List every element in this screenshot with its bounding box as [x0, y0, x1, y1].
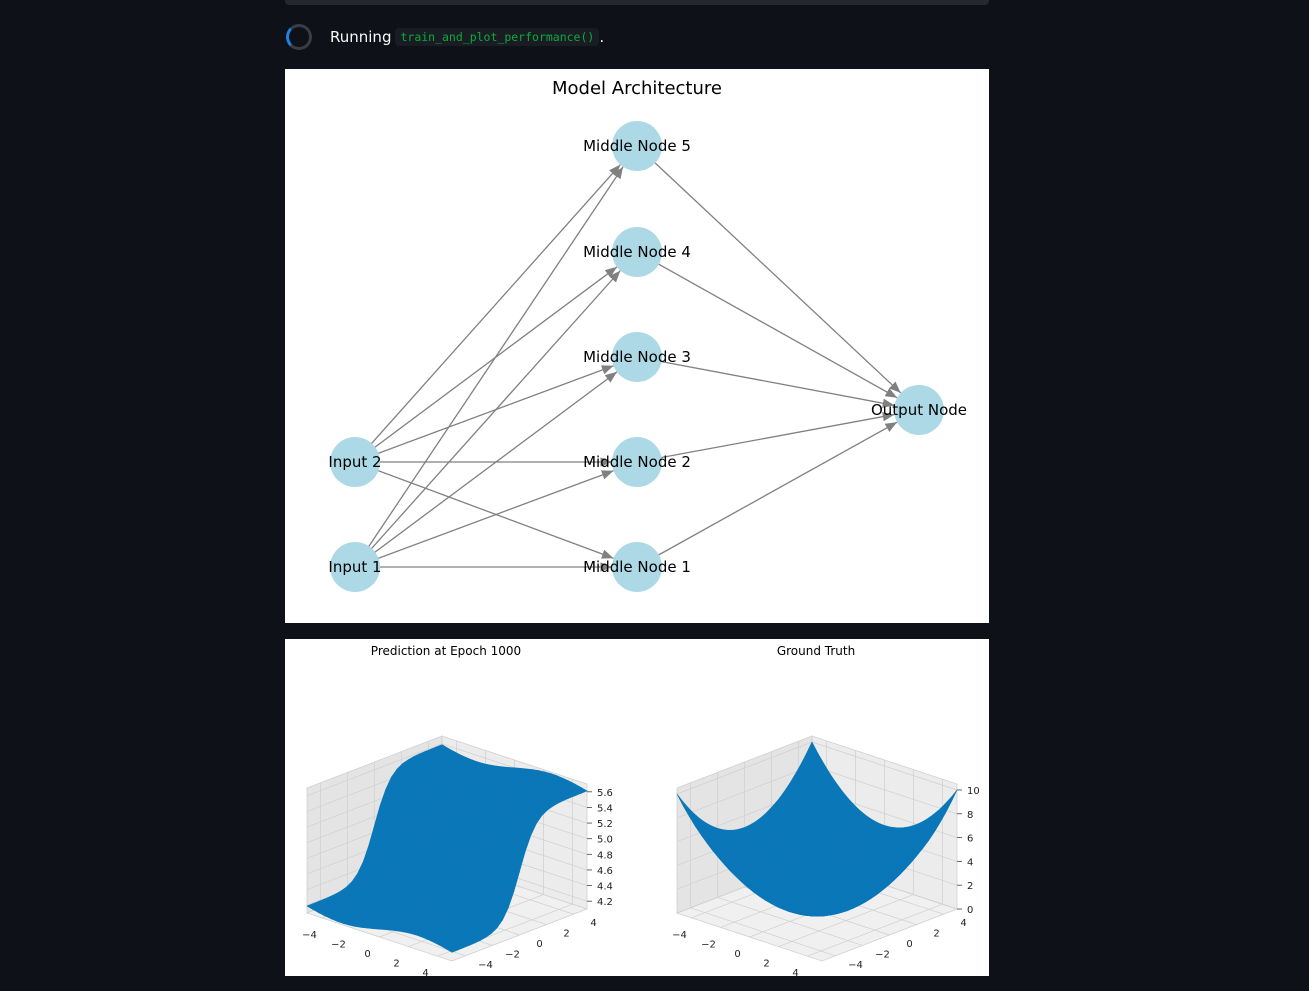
z-tick-label: 10 — [967, 786, 980, 797]
node-in1 — [330, 542, 380, 592]
function-name-code: train_and_plot_performance() — [395, 28, 600, 46]
top-container-edge — [285, 0, 989, 5]
prediction-plot-title: Prediction at Epoch 1000 — [371, 644, 521, 658]
graph-nodes: Input 1 Input 2 Middle Node 1 Middle Node 2… — [328, 121, 967, 592]
z-tick-label: 6 — [967, 834, 973, 845]
z-tick-label: 4.6 — [597, 866, 613, 877]
node-label-m1: Middle Node 1 — [583, 558, 691, 576]
surface-plots: Prediction at Epoch 1000 −4−2024−4−20244… — [302, 644, 980, 979]
z-tick-label: 4.8 — [597, 850, 613, 861]
running-status: Running train_and_plot_performance() . — [285, 20, 989, 54]
z-tick-label: 5.6 — [597, 788, 613, 799]
x-tick-label: −2 — [701, 939, 716, 950]
edge-in1-m3 — [354, 371, 618, 568]
edge-m5-out — [636, 145, 902, 394]
node-label-m5: Middle Node 5 — [583, 137, 691, 155]
y-tick-label: 4 — [960, 918, 966, 929]
graph-edges — [354, 145, 902, 572]
status-suffix: . — [599, 28, 605, 46]
x-tick-label: 2 — [393, 959, 399, 970]
architecture-title: Model Architecture — [552, 78, 722, 99]
edge-m4-out — [636, 251, 898, 399]
node-m4 — [612, 227, 662, 277]
edge-m3-out — [636, 356, 895, 408]
node-label-in2: Input 2 — [328, 453, 381, 471]
edge-in2-m1 — [354, 461, 614, 559]
x-tick-label: −4 — [672, 930, 687, 941]
z-tick-label: 4.2 — [597, 897, 613, 908]
node-m5 — [612, 121, 662, 171]
x-tick-label: 4 — [422, 968, 428, 976]
prediction-surface-plot: Prediction at Epoch 1000 −4−2024−4−20244… — [302, 644, 613, 979]
node-label-m2: Middle Node 2 — [583, 453, 691, 471]
y-tick-label: 2 — [933, 929, 939, 940]
y-tick-label: 4 — [590, 918, 596, 929]
z-tick-label: 0 — [967, 905, 973, 916]
status-text: Running train_and_plot_performance() . — [330, 28, 604, 46]
x-tick-label: 4 — [792, 968, 798, 976]
x-tick-label: 2 — [763, 959, 769, 970]
edge-m2-out — [636, 412, 895, 463]
architecture-graph: Model Architecture Input 1 Input 2 Middle … — [328, 78, 967, 592]
node-label-in1: Input 1 — [328, 558, 381, 576]
z-tick-label: 8 — [967, 810, 973, 821]
loading-spinner-icon — [286, 24, 312, 50]
x-tick-label: 0 — [734, 949, 740, 960]
z-tick-label: 4.4 — [597, 882, 613, 893]
z-tick-label: 5.2 — [597, 819, 613, 830]
edge-in1-m5 — [354, 166, 624, 568]
edge-in2-m4 — [354, 266, 618, 463]
z-tick-label: 5.0 — [597, 835, 613, 846]
edge-in1-m2 — [354, 470, 614, 568]
z-tick-label: 5.4 — [597, 803, 613, 814]
x-tick-label: −4 — [302, 930, 317, 941]
y-tick-label: 0 — [536, 939, 542, 950]
ground-truth-plot-title: Ground Truth — [777, 644, 855, 658]
node-m2 — [612, 437, 662, 487]
node-in2 — [330, 437, 380, 487]
node-label-m3: Middle Node 3 — [583, 348, 691, 366]
edge-in2-m3 — [354, 365, 614, 463]
node-out — [894, 385, 944, 435]
running-label: Running — [330, 28, 392, 46]
edge-in1-m4 — [354, 270, 621, 568]
node-label-out: Output Node — [871, 401, 967, 419]
node-label-m4: Middle Node 4 — [583, 243, 691, 261]
edge-m1-out — [636, 421, 898, 568]
z-tick-label: 4 — [967, 857, 973, 868]
edge-in2-m5 — [354, 164, 621, 463]
node-m1 — [612, 542, 662, 592]
y-tick-label: 0 — [906, 939, 912, 950]
y-tick-label: 2 — [563, 929, 569, 940]
y-tick-label: −4 — [848, 960, 863, 971]
node-m3 — [612, 332, 662, 382]
x-tick-label: 0 — [364, 949, 370, 960]
y-tick-label: −2 — [505, 949, 520, 960]
x-tick-label: −2 — [331, 939, 346, 950]
y-tick-label: −2 — [875, 949, 890, 960]
architecture-figure: Model Architecture Input 1 Input 2 Middle … — [285, 69, 989, 623]
y-tick-label: −4 — [478, 960, 493, 971]
z-tick-label: 2 — [967, 881, 973, 892]
